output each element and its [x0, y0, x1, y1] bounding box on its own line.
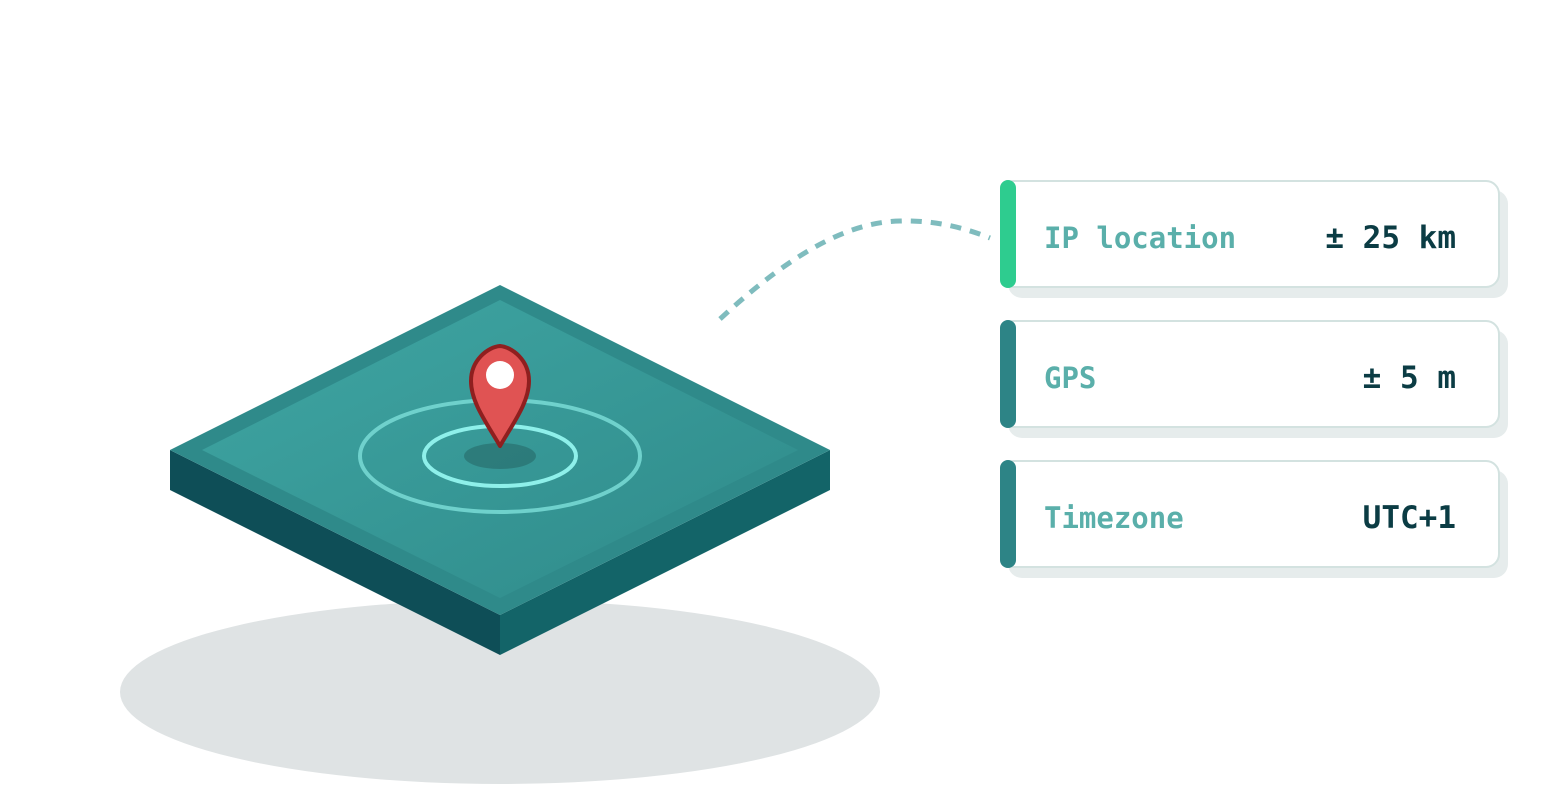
card-label: GPS — [1044, 361, 1097, 395]
card-ip-location: IP location ± 25 km — [1000, 180, 1508, 298]
card-accent-bar — [1000, 180, 1016, 288]
card-accent-bar — [1000, 320, 1016, 428]
pin-shadow — [464, 443, 536, 469]
card-timezone: Timezone UTC+1 — [1000, 460, 1508, 578]
card-label: Timezone — [1044, 501, 1184, 535]
location-pin-icon — [469, 344, 531, 448]
platform-inner-surface — [202, 300, 798, 598]
pin-dot — [486, 361, 514, 389]
card-label: IP location — [1044, 221, 1237, 255]
card-accent-bar — [1000, 460, 1016, 568]
connector-dashed-line — [718, 218, 991, 321]
card-body — [1000, 460, 1500, 568]
card-value: ± 5 m — [1362, 360, 1456, 396]
card-body — [1000, 180, 1500, 288]
ground-shadow — [120, 600, 880, 784]
card-value: ± 25 km — [1325, 220, 1456, 256]
card-value: UTC+1 — [1362, 500, 1456, 536]
pin-body — [469, 344, 531, 448]
platform-side-left — [170, 450, 500, 655]
card-body — [1000, 320, 1500, 428]
platform-side-right — [500, 450, 830, 655]
card-gps: GPS ± 5 m — [1000, 320, 1508, 438]
